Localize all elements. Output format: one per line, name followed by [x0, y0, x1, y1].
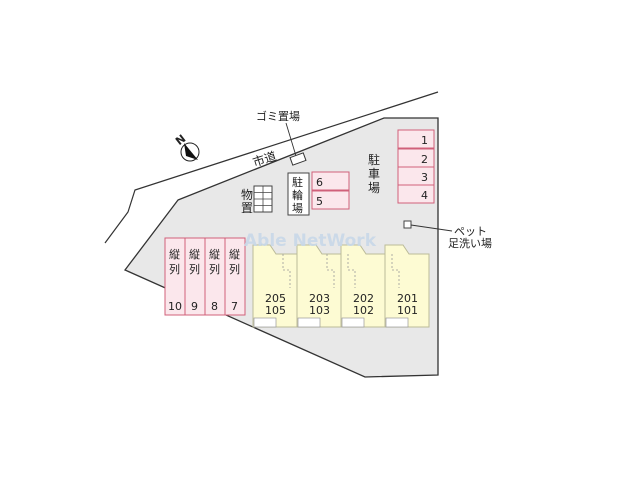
parking-space-5	[311, 190, 350, 210]
unit-number: 203	[309, 292, 330, 305]
unit-number: 202	[353, 292, 374, 305]
tandem-number: 8	[211, 300, 218, 313]
unit-number: 105	[265, 304, 286, 317]
bike-label: 場	[292, 202, 303, 215]
unit-number: 103	[309, 304, 330, 317]
tandem-label: 縦	[169, 248, 180, 261]
road-edge	[104, 91, 439, 244]
watermark: Able NetWork	[244, 231, 377, 251]
tandem-label: 縦	[209, 248, 220, 261]
unit-number: 101	[397, 304, 418, 317]
bike-label: 輪	[292, 188, 303, 202]
tandem-label: 縦	[229, 248, 240, 261]
unit-205-105: 205 105	[252, 244, 298, 328]
bike-parking: 駐 輪 場	[287, 172, 310, 216]
north-arrow: N	[173, 132, 200, 162]
storage-area: 物 置	[241, 185, 273, 215]
parking-tandem: 縦 列 10 縦 列 9 縦 列 8 縦 列 7	[164, 237, 246, 316]
tandem-label: 縦	[189, 248, 200, 261]
parking-number: 6	[316, 176, 323, 189]
tandem-label: 列	[169, 262, 180, 276]
tandem-space	[224, 237, 246, 316]
tandem-label: 列	[189, 262, 200, 276]
parking-space-2	[397, 148, 435, 168]
parking-number: 3	[421, 171, 428, 184]
unit-201-101: 201 101	[384, 244, 430, 328]
bike-label: 駐	[292, 175, 303, 189]
parking-right: 1 2 3 4	[397, 129, 435, 204]
unit-number: 102	[353, 304, 374, 317]
parking-label: 場	[368, 181, 380, 195]
tandem-number: 10	[168, 300, 182, 313]
unit-202-102: 202 102	[340, 244, 386, 328]
storage-label: 物	[241, 188, 253, 202]
pet-wash: ペット 足洗い場	[403, 220, 492, 250]
parking-number: 5	[316, 195, 323, 208]
tandem-number: 7	[231, 300, 238, 313]
parking-number: 2	[421, 153, 428, 166]
storage-label: 置	[241, 201, 253, 215]
parking-label: 駐	[368, 152, 380, 167]
parking-label: 車	[368, 167, 380, 181]
tandem-number: 9	[191, 300, 198, 313]
parking-space-4	[397, 184, 435, 204]
parking-number: 1	[421, 134, 428, 147]
parking-space-1	[397, 129, 435, 149]
road-label: 市道	[251, 148, 278, 170]
tandem-label: 列	[209, 262, 220, 276]
pet-wash-label: ペット	[454, 225, 487, 238]
parking-mid: 6 5	[311, 171, 350, 210]
unit-number: 205	[265, 292, 286, 305]
pet-wash-marker	[403, 220, 412, 229]
tandem-label: 列	[229, 262, 240, 276]
unit-number: 201	[397, 292, 418, 305]
garbage-station	[289, 152, 307, 166]
building: 205 105 203 103 202 102 201 101	[252, 244, 430, 328]
parking-number: 4	[421, 189, 428, 202]
unit-203-103: 203 103	[296, 244, 342, 328]
parking-space-3	[397, 166, 435, 186]
pet-wash-label: 足洗い場	[448, 237, 492, 250]
parking-space-6	[311, 171, 350, 191]
garbage-label: ゴミ置場	[256, 109, 300, 123]
garbage-leader	[285, 122, 297, 157]
